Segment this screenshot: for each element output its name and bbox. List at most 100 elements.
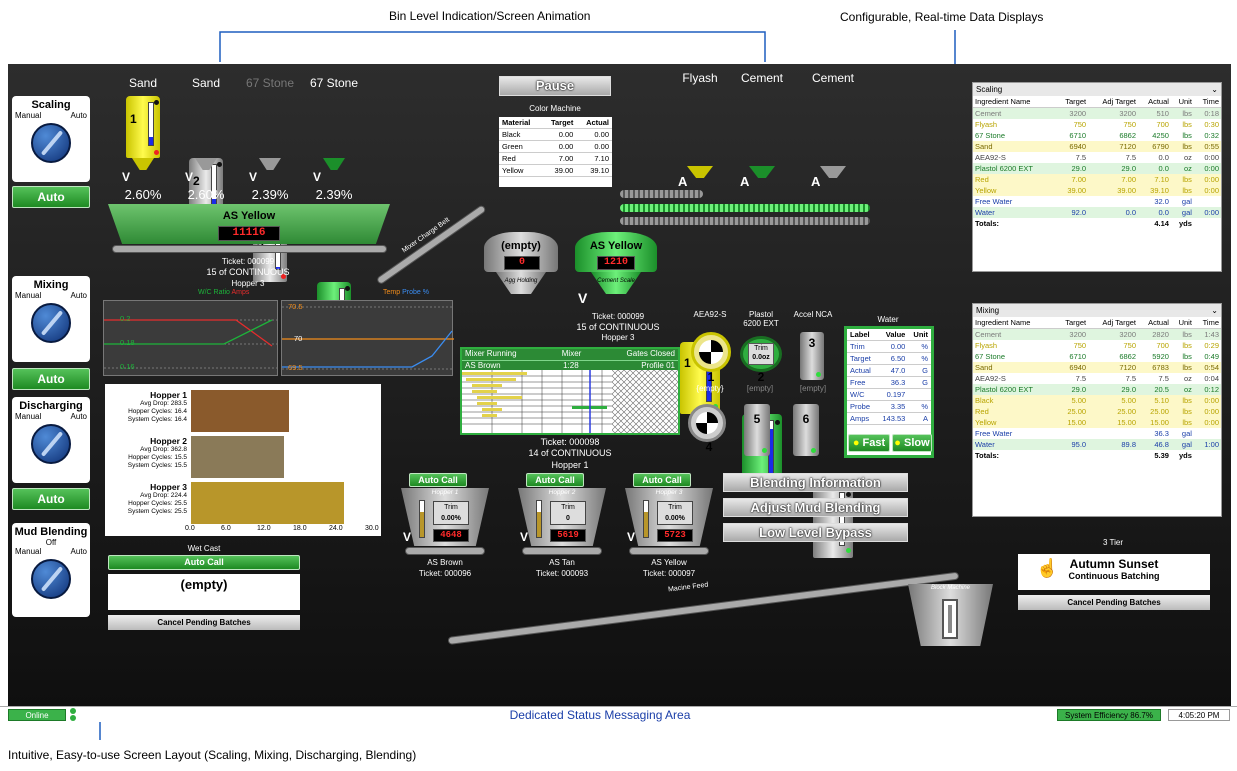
- mixing-table-header[interactable]: Mixing⌄: [973, 304, 1221, 317]
- mixing_table-cell: lbs: [1182, 341, 1192, 350]
- mixing-auto-button[interactable]: Auto: [12, 368, 90, 390]
- mixing_table-cell: gal: [1181, 429, 1192, 438]
- mixing_table-cell: 5920: [1152, 352, 1169, 361]
- cement-scale-valve: V: [578, 290, 588, 306]
- scaling-mode-knob[interactable]: [31, 123, 71, 163]
- agg-bin-cone: [323, 158, 345, 170]
- admix-6-num: 6: [802, 412, 810, 426]
- mixing_table-cell: Plastol 6200 EXT: [975, 385, 1033, 394]
- discharging-auto-button[interactable]: Auto: [12, 488, 90, 510]
- auto-label: Auto: [70, 547, 87, 556]
- chevron-down-icon[interactable]: ⌄: [1211, 306, 1218, 315]
- chevron-down-icon[interactable]: ⌄: [1211, 85, 1218, 94]
- scaling_table-cell: 0.0: [1125, 208, 1136, 217]
- mixing_table-cell: 1:00: [1204, 440, 1219, 449]
- scaling_table-cell: 3200: [1069, 109, 1087, 118]
- scaling_table-header: Time: [1193, 96, 1221, 108]
- scaling_table-cell: 39.00: [1067, 186, 1087, 195]
- water-slow-button[interactable]: ● Slow: [892, 434, 932, 452]
- pump-icon: [696, 412, 718, 434]
- adjust-mud-blending-button[interactable]: Adjust Mud Blending: [723, 498, 908, 517]
- cement-bin-number: 1: [684, 356, 691, 370]
- water-fast-button[interactable]: ● Fast: [848, 434, 890, 452]
- mixing-mode-knob[interactable]: [31, 303, 71, 343]
- color-cell: 7.00: [541, 152, 577, 165]
- water-cell: G: [908, 376, 931, 389]
- hopper-auto-call-button[interactable]: Auto Call: [409, 473, 467, 487]
- tier-cancel-button[interactable]: Cancel Pending Batches: [1018, 595, 1210, 610]
- scaling_table-cell: AEA92-S: [975, 153, 1006, 162]
- hopper-ticket: Ticket: 000093: [535, 569, 589, 578]
- cement-scale-label: Cement Scale: [597, 278, 635, 284]
- pause-button[interactable]: Pause: [499, 76, 611, 96]
- mixing_table-cell: Water: [975, 440, 995, 449]
- mixing_table-cell: 0:00: [1204, 396, 1219, 405]
- mud-blending-knob[interactable]: [31, 559, 71, 599]
- agg-bin-label: Sand: [128, 76, 158, 90]
- admix-6-tank: 6: [793, 404, 819, 456]
- mixing_table-cell: lbs: [1182, 352, 1192, 361]
- scaling-table-header[interactable]: Scaling⌄: [973, 83, 1221, 96]
- hopper-auto-call-button[interactable]: Auto Call: [526, 473, 584, 487]
- mixing_table-cell: 750: [1123, 341, 1136, 350]
- hopper-level-gauge: [419, 500, 425, 538]
- color-header: Target: [541, 117, 577, 129]
- scaling-auto-button[interactable]: Auto: [12, 186, 90, 208]
- wet-cast-auto-call-button[interactable]: Auto Call: [108, 555, 300, 570]
- blending-information-button[interactable]: Blending Information: [723, 473, 908, 492]
- discharging-mode-knob[interactable]: [31, 424, 71, 464]
- admix-3-value: [empty]: [799, 384, 827, 393]
- graph1-y1: 0.2: [120, 314, 131, 323]
- cement-scale-weight: 1210: [597, 256, 635, 270]
- hopper-axis-tick: 12.0: [257, 525, 271, 532]
- color-cell: 39.00: [541, 164, 577, 177]
- mixing_table-cell: 5.10: [1154, 396, 1169, 405]
- hopper-trim-label: Trim: [668, 504, 682, 511]
- graph1-y2: 0.18: [120, 338, 135, 347]
- scaling_table-cell: 7.00: [1071, 175, 1087, 184]
- mixing_table-header: Actual: [1138, 317, 1171, 329]
- scaling_table-cell: Red: [975, 175, 989, 184]
- water-cell: Amps: [847, 412, 877, 425]
- hopper-auto-call-button[interactable]: Auto Call: [633, 473, 691, 487]
- mixing_table-total: 5.39: [1154, 451, 1169, 460]
- wet-cast-cancel-button[interactable]: Cancel Pending Batches: [108, 615, 300, 630]
- mixing_table-cell: [1055, 428, 1088, 439]
- hopper-axis-tick: 24.0: [329, 525, 343, 532]
- hand-pointer-icon[interactable]: ☝: [1036, 558, 1059, 578]
- color-cell: 0.00: [576, 140, 612, 153]
- low-level-bypass-button[interactable]: Low Level Bypass: [723, 523, 908, 542]
- mixing_table-cell: 67 Stone: [975, 352, 1006, 361]
- scaling_table-header: Adj Target: [1088, 96, 1138, 108]
- mixing_table-cell: 750: [1073, 341, 1087, 350]
